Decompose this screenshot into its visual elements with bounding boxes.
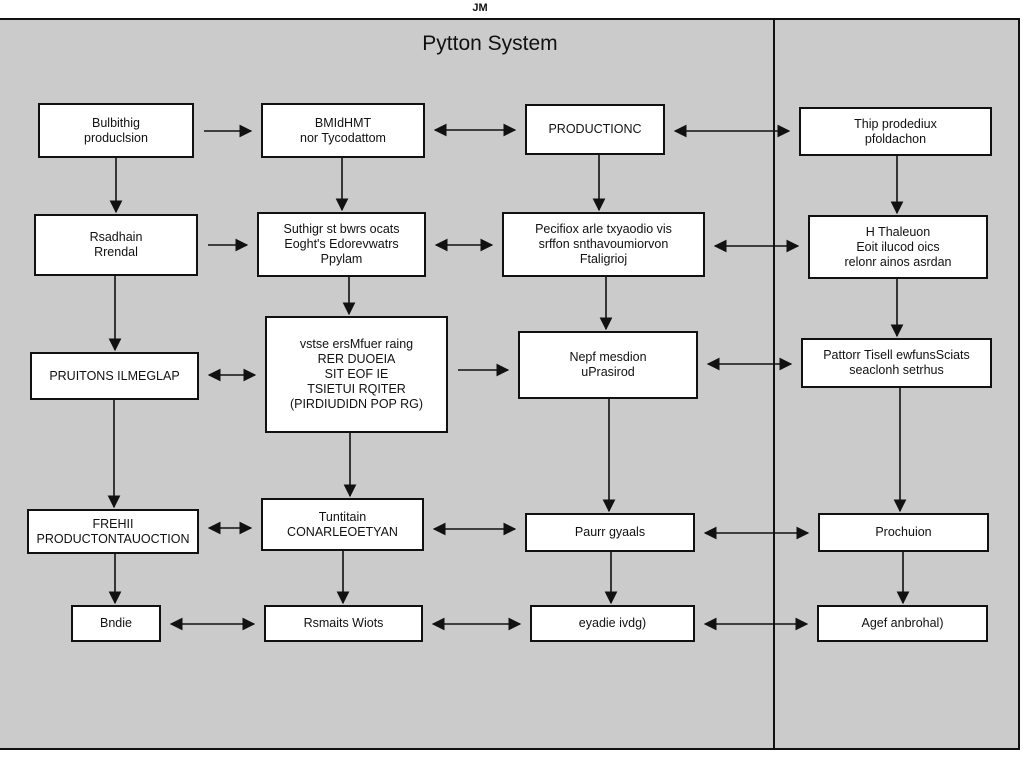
node-text-line: (PIRDIUDIDN POP RG) (289, 397, 424, 411)
node-text-line: srffon snthavoumiorvon (538, 237, 669, 251)
node-text-line: eyadie ivdg) (578, 616, 647, 630)
node-text-line: FREHII (92, 516, 134, 531)
node-text-line: Pecifiox arle txyaodio vis (535, 222, 672, 236)
node-text-line: PRODUCTONTAUOCTION (36, 531, 190, 546)
node-text-line: Tuntitain (318, 509, 367, 524)
node-text-line: produclsion (84, 130, 148, 145)
node-n15: Paurr gyaals (525, 513, 695, 552)
node-n9: PRUITONS ILMEGLAP (30, 352, 199, 400)
node-text-line: Bulbithig (92, 115, 140, 130)
node-text-line: PRUITONS ILMEGLAP (49, 368, 180, 383)
node-text-line: Nepf mesdion (569, 350, 647, 364)
node-n19: eyadie ivdg) (530, 605, 695, 642)
node-text-line: Ftaligrioj (579, 252, 628, 266)
node-text-line: pfoldachon (864, 131, 927, 146)
node-text-line: nor Tycodattom (300, 130, 386, 145)
node-text-line: SIT EOF IE (324, 367, 389, 381)
node-n17: Bndie (71, 605, 161, 642)
node-text-line: Prochuion (875, 525, 932, 539)
node-text-line: H Thaleuon (865, 224, 931, 239)
node-text-line: RER DUOEIA (317, 352, 396, 366)
node-text-line: TSIETUI RQITER (307, 382, 406, 396)
header-mark: JM (472, 2, 488, 14)
node-text-line: Bndie (100, 616, 132, 630)
node-text-line: Eoit ilucod oics (856, 239, 940, 254)
node-text-line: Paurr gyaals (574, 525, 646, 539)
node-text-line: relonr ainos asrdan (844, 254, 952, 269)
node-text-line: Eoght's Edorevwatrs (284, 237, 399, 251)
node-text-line: Agef anbrohal) (861, 616, 944, 630)
node-text-line: Rrendal (94, 245, 138, 259)
node-n16: Prochuion (818, 513, 989, 552)
node-text-line: Pattorr Tisell ewfunsSciats (823, 348, 970, 362)
node-text-line: seaclonh setrhus (849, 363, 944, 377)
node-text-line: BMIdHMT (314, 115, 372, 130)
node-text-line: Suthigr st bwrs ocats (283, 222, 400, 236)
node-text-line: PRODUCTIONC (548, 122, 642, 136)
node-text-line: vstse ersMfuer raing (299, 337, 414, 351)
node-text-line: CONARLEOETYAN (287, 524, 398, 539)
node-text-line: Thip prodediux (854, 116, 937, 131)
diagram-title: Pytton System (422, 32, 558, 55)
node-n3: PRODUCTIONC (525, 104, 665, 155)
node-text-line: Rsmaits Wiots (303, 616, 384, 630)
node-n20: Agef anbrohal) (817, 605, 988, 642)
node-text-line: uPrasirod (581, 365, 635, 379)
node-n18: Rsmaits Wiots (264, 605, 423, 642)
node-text-line: Rsadhain (89, 230, 143, 244)
node-text-line: Ppylam (320, 252, 363, 266)
